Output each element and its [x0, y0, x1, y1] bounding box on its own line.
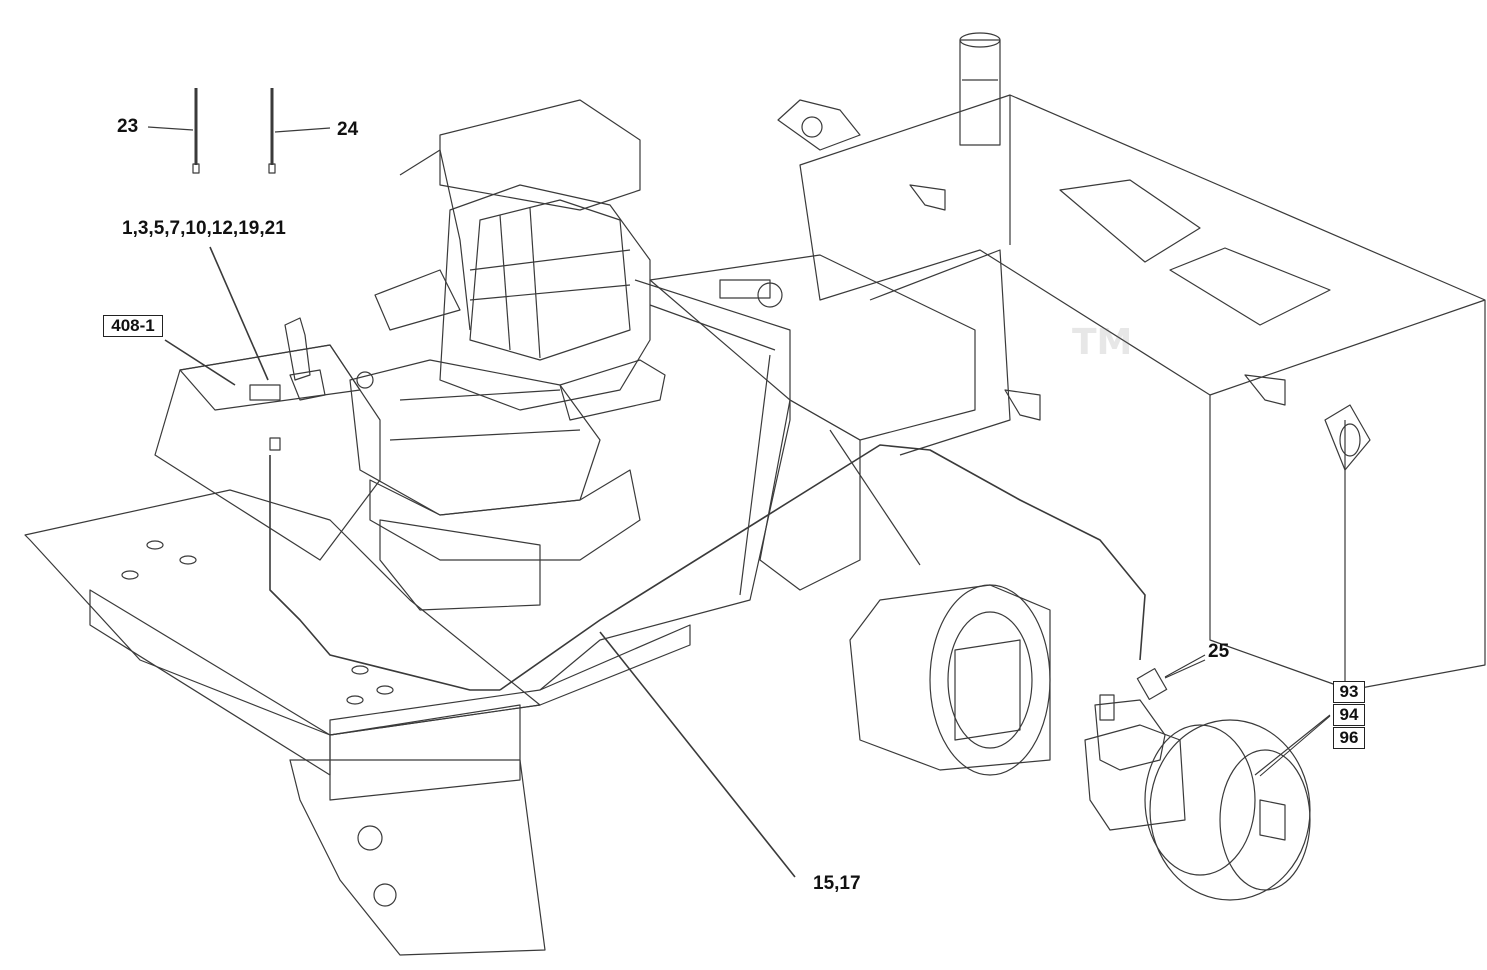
front-cowl [399, 149, 791, 691]
callout-93: 93 [1333, 681, 1365, 703]
wiring-harness [164, 246, 1146, 878]
rear-frame [777, 32, 1486, 691]
callout-multi: 1,3,5,7,10,12,19,21 [122, 218, 286, 239]
cable-tie-23 [147, 88, 200, 174]
callout-96: 96 [1333, 727, 1365, 749]
cable-tie-24 [268, 88, 331, 174]
callout-24: 24 [337, 119, 359, 140]
callout-23: 23 [117, 116, 139, 137]
callout-leaders [1164, 654, 1331, 777]
callout-25: 25 [1208, 641, 1230, 662]
control-console [154, 317, 381, 561]
watermark-tm: TM [1072, 322, 1133, 363]
wheel-hub [849, 584, 1051, 776]
operator-platform [24, 489, 691, 956]
callout-15-17: 15,17 [813, 873, 861, 894]
travel-motor [1084, 694, 1331, 901]
sensor-connector [1136, 659, 1206, 700]
center-chassis [439, 99, 1011, 591]
operator-seat [349, 184, 666, 611]
callout-94: 94 [1333, 704, 1365, 726]
callout-408-1: 408-1 [103, 315, 163, 337]
